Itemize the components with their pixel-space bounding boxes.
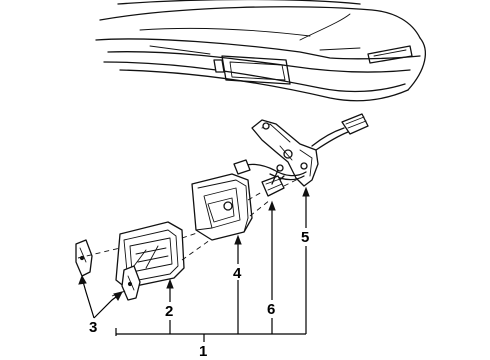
callout-1: 1: [199, 343, 207, 360]
arrowheads: [78, 186, 310, 301]
callout-3: 3: [89, 319, 97, 336]
trim-piece-lower: [121, 265, 141, 301]
alignment-lines: [77, 177, 301, 297]
mounting-bracket: [251, 119, 319, 187]
callout-5: 5: [301, 229, 309, 246]
callout-4: 4: [233, 265, 242, 282]
bulb-socket: [261, 164, 285, 197]
bumper-fascia: [95, 0, 426, 102]
callout-2: 2: [165, 303, 173, 320]
lamp-housing: [191, 173, 253, 241]
trim-piece-upper: [75, 239, 93, 277]
callout-6: 6: [267, 301, 275, 318]
